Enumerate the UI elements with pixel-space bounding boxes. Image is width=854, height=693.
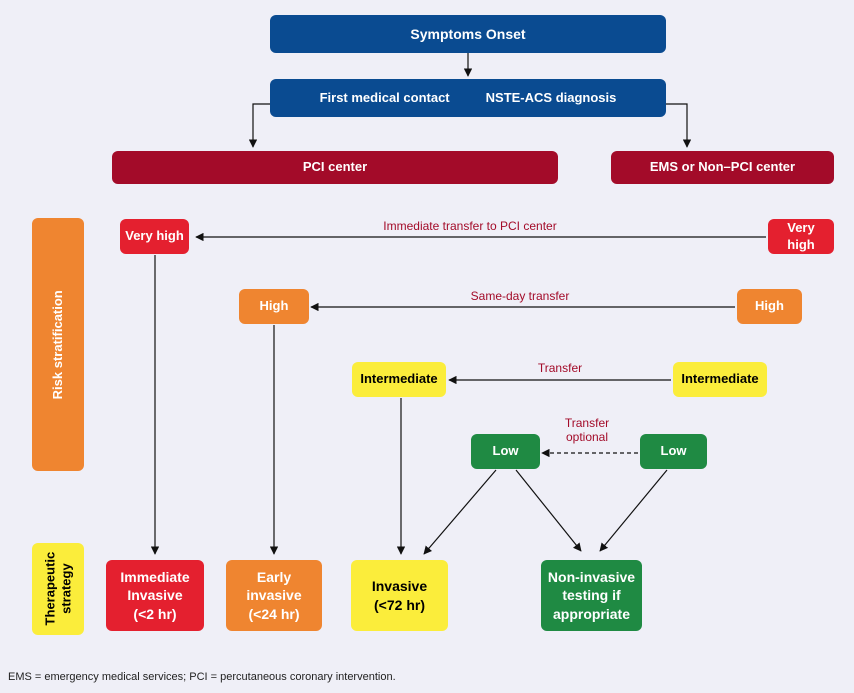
pci-very-high-label: Very high: [125, 228, 184, 244]
arrow-ems-low-to-noninvasive: [599, 469, 668, 552]
ems-low-box: Low: [640, 434, 707, 469]
pci-high-box: High: [239, 289, 309, 324]
transfer-low-label: Transfer optional: [547, 416, 627, 445]
symptoms-onset-box: Symptoms Onset: [270, 15, 666, 53]
pci-low-label: Low: [492, 443, 519, 459]
strategy-noninvasive-line-2: testing if: [562, 587, 621, 604]
first-contact-box: First medical contact NSTE-ACS diagnosis: [270, 79, 666, 117]
strategy-immediate-line-1: Immediate: [120, 569, 190, 586]
ems-low-label: Low: [660, 443, 687, 459]
pci-intermediate-label: Intermediate: [360, 371, 438, 387]
pci-center-label: PCI center: [302, 159, 368, 175]
transfer-very-high-label: Immediate transfer to PCI center: [383, 219, 557, 233]
ems-intermediate-label: Intermediate: [681, 371, 759, 387]
strategy-immediate-line-2: Invasive: [127, 587, 183, 604]
pci-very-high-box: Very high: [120, 219, 189, 254]
ems-high-box: High: [737, 289, 802, 324]
ems-very-high-box: Very high: [768, 219, 834, 254]
first-contact-label: First medical contact: [319, 89, 450, 105]
therapeutic-label-line-1: Therapeutic: [42, 552, 58, 626]
ems-center-box: EMS or Non–PCI center: [611, 151, 834, 184]
pci-center-box: PCI center: [112, 151, 558, 184]
ems-center-label: EMS or Non–PCI center: [649, 159, 796, 175]
strategy-early-invasive-box: Early invasive (<24 hr): [226, 560, 322, 631]
transfer-high-label: Same-day transfer: [470, 289, 570, 303]
nste-acs-label: NSTE-ACS diagnosis: [485, 89, 617, 105]
arrow-low-to-noninvasive: [515, 469, 582, 552]
pci-high-label: High: [259, 298, 289, 314]
pci-low-box: Low: [471, 434, 540, 469]
transfer-low-label-line-1: Transfer: [564, 416, 610, 430]
transfer-intermediate-label: Transfer: [537, 361, 583, 375]
pci-intermediate-box: Intermediate: [352, 362, 446, 397]
ems-high-label: High: [755, 298, 784, 314]
arrow-contact-to-ems-center: [666, 103, 692, 148]
therapeutic-strategy-label: Therapeutic strategy: [42, 552, 73, 626]
risk-stratification-label-box: Risk stratification: [32, 218, 84, 471]
strategy-early-line-1: Early: [256, 569, 292, 586]
strategy-invasive-line-2: (<72 hr): [374, 596, 425, 613]
transfer-low-label-line-2: optional: [565, 430, 609, 445]
therapeutic-label-line-2: strategy: [58, 563, 73, 615]
symptoms-onset-label: Symptoms Onset: [410, 25, 526, 42]
strategy-early-line-3: (<24 hr): [248, 605, 300, 622]
strategy-early-line-2: invasive: [246, 587, 302, 604]
strategy-noninvasive-line-1: Non-invasive: [547, 569, 636, 586]
strategy-invasive-line-1: Invasive: [371, 578, 428, 595]
footnote: EMS = emergency medical services; PCI = …: [8, 671, 396, 683]
ems-intermediate-box: Intermediate: [673, 362, 767, 397]
risk-stratification-label: Risk stratification: [50, 289, 66, 400]
ems-very-high-label: Very high: [787, 219, 815, 252]
strategy-noninvasive-box: Non-invasive testing if appropriate: [541, 560, 642, 631]
arrow-contact-to-pci-center: [248, 103, 270, 148]
arrow-low-to-invasive: [423, 469, 497, 555]
strategy-invasive-box: Invasive (<72 hr): [351, 560, 448, 631]
strategy-immediate-invasive-box: Immediate Invasive (<2 hr): [106, 560, 204, 631]
strategy-immediate-line-3: (<2 hr): [133, 605, 177, 622]
therapeutic-strategy-label-box: Therapeutic strategy: [32, 543, 84, 635]
strategy-noninvasive-line-3: appropriate: [552, 605, 630, 622]
